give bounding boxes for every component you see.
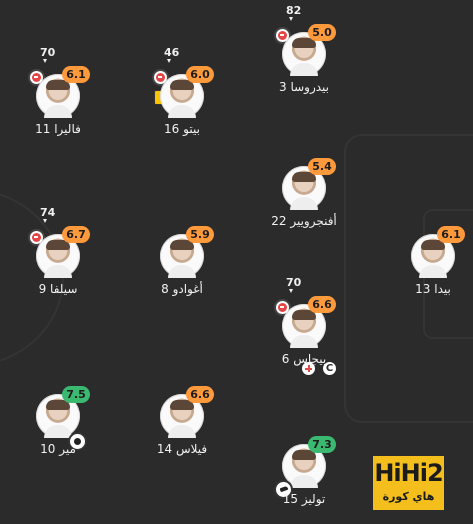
player-name: أفنجرويير 22: [271, 214, 337, 228]
substitution-icon: [276, 301, 289, 314]
player-vilas[interactable]: 6.6 فيلاس 14: [142, 358, 222, 466]
player-name: فاليرا 11: [35, 122, 81, 136]
player-name: فيلاس 14: [156, 442, 208, 456]
player-avatar: [160, 74, 204, 118]
pitch-penalty-box-line: [344, 134, 473, 423]
substitution-icon: [154, 71, 167, 84]
player-name: بيجاس 6: [281, 352, 327, 366]
player-name: توليز 15: [282, 492, 326, 506]
player-name: بيدا 13: [415, 282, 451, 296]
player-rating: 6.7: [62, 226, 90, 243]
player-rating: 7.5: [62, 386, 90, 403]
substitution-icon: [30, 231, 43, 244]
player-name: بيدروسا 3: [278, 80, 329, 94]
player-rating: 6.0: [186, 66, 214, 83]
player-bijas[interactable]: 70 6.6 بيجاس 6 C: [264, 268, 344, 376]
player-name: أغوادو 8: [161, 282, 203, 296]
player-avatar: [36, 234, 80, 278]
minute-arrow-icon: [167, 59, 171, 63]
player-event-icons: C: [302, 362, 339, 378]
substitution-minute: 70: [40, 46, 56, 59]
minute-arrow-icon: [289, 289, 293, 293]
player-mir[interactable]: 7.5 مير 10: [18, 358, 98, 466]
player-silva[interactable]: 74 6.7 سيلفا 9: [18, 198, 98, 306]
player-name: سيلفا 9: [38, 282, 78, 296]
watermark-brand: HiHi2: [374, 459, 443, 487]
player-rating: 7.3: [308, 436, 336, 453]
substitution-minute: 46: [164, 46, 180, 59]
player-bida[interactable]: 6.1 بيدا 13: [393, 198, 473, 306]
substitution-minute: 70: [286, 276, 302, 289]
substitution-icon: [276, 29, 289, 42]
player-aguado[interactable]: 5.9 أغوادو 8: [142, 198, 222, 306]
player-rating: 5.9: [186, 226, 214, 243]
player-name: بيتو 16: [164, 122, 200, 136]
substitution-icon: [30, 71, 43, 84]
boot-icon: [276, 482, 291, 497]
player-name: مير 10: [40, 442, 76, 456]
player-avatar: [282, 304, 326, 348]
c-icon: C: [323, 362, 337, 375]
player-rating: 5.4: [308, 158, 336, 175]
player-avengroyer[interactable]: 5.4 أفنجرويير 22: [264, 130, 344, 238]
player-rating: 6.6: [186, 386, 214, 403]
player-pedrosa[interactable]: 82 5.0 بيدروسا 3: [264, 0, 344, 104]
minute-arrow-icon: [289, 17, 293, 21]
player-avatar: [282, 32, 326, 76]
minute-arrow-icon: [43, 219, 47, 223]
minute-arrow-icon: [43, 59, 47, 63]
substitution-minute: 82: [286, 4, 302, 17]
player-beto[interactable]: 46 6.0 بيتو 16: [142, 38, 222, 146]
site-watermark: HiHi2 هاي كورة: [373, 456, 444, 510]
player-rating: 5.0: [308, 24, 336, 41]
player-rating: 6.1: [437, 226, 465, 243]
player-rating: 6.1: [62, 66, 90, 83]
player-toliz[interactable]: 7.3 توليز 15: [264, 408, 344, 516]
watermark-subtitle: هاي كورة: [382, 490, 435, 503]
plus-icon: [302, 362, 315, 375]
substitution-minute: 74: [40, 206, 56, 219]
player-valera[interactable]: 70 6.1 فاليرا 11: [18, 38, 98, 146]
player-rating: 6.6: [308, 296, 336, 313]
ball-icon: [70, 434, 85, 449]
